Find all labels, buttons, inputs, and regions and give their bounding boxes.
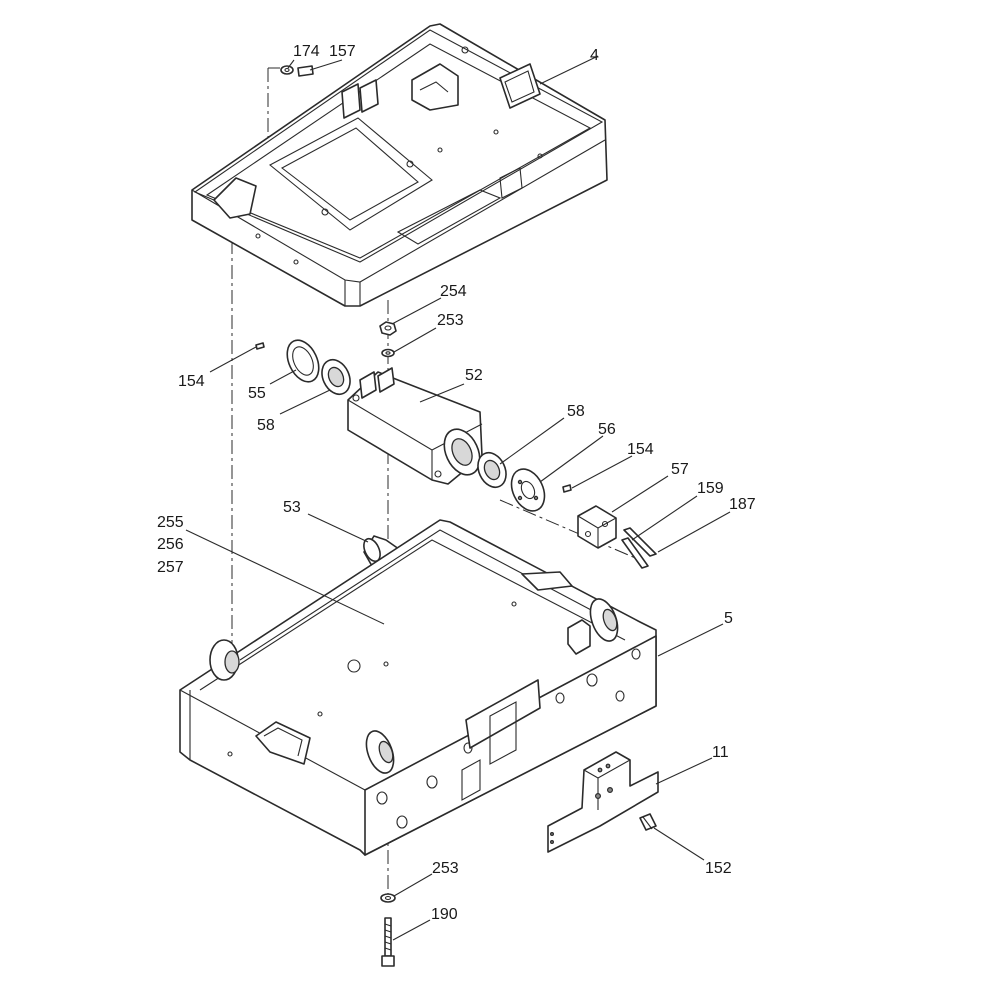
part-52-housing <box>347 367 483 485</box>
callout-190: 190 <box>431 906 458 923</box>
callout-254: 254 <box>440 283 467 300</box>
part-57-block <box>577 505 617 549</box>
leader-lines <box>185 55 731 941</box>
callout-257: 257 <box>157 559 184 576</box>
part-187-screw <box>623 527 657 557</box>
part-152-screw <box>639 813 657 831</box>
part-154-pin-right <box>562 484 572 493</box>
part-58-bearing-left <box>321 358 351 396</box>
callout-11: 11 <box>712 744 729 761</box>
part-58-bearing-right <box>477 451 507 489</box>
part-190-bolt <box>381 917 395 967</box>
callout-174: 174 <box>293 43 320 60</box>
part-254-nut <box>379 321 397 336</box>
part-4-top-tray <box>191 23 608 307</box>
part-253-washer-top <box>381 348 395 358</box>
callout-58-left: 58 <box>257 417 275 434</box>
callout-53: 53 <box>283 499 301 516</box>
part-5-base-frame <box>179 519 657 856</box>
part-157-screw <box>297 65 314 77</box>
callout-58-right: 58 <box>567 403 585 420</box>
callout-56: 56 <box>598 421 616 438</box>
callout-157: 157 <box>329 43 356 60</box>
callout-4: 4 <box>590 47 599 64</box>
callout-5: 5 <box>724 610 733 627</box>
callout-154-right: 154 <box>627 441 654 458</box>
callout-52: 52 <box>465 367 483 384</box>
part-174-washer <box>280 65 294 75</box>
callout-labels: 174 157 4 254 253 154 55 58 52 58 56 154… <box>157 43 756 923</box>
callout-253-top: 253 <box>437 312 464 329</box>
part-56-flange <box>510 468 546 512</box>
callout-253-bottom: 253 <box>432 860 459 877</box>
part-253-washer-bottom <box>380 893 396 903</box>
callout-187: 187 <box>729 496 756 513</box>
part-159-screw <box>621 537 649 569</box>
callout-152: 152 <box>705 860 732 877</box>
part-55-ring <box>286 339 320 383</box>
callout-57: 57 <box>671 461 689 478</box>
callout-55: 55 <box>248 385 266 402</box>
part-11-bracket <box>547 751 659 853</box>
callout-154-left: 154 <box>178 373 205 390</box>
callout-159: 159 <box>697 480 724 497</box>
part-154-pin-left <box>255 342 265 350</box>
callout-256: 256 <box>157 536 184 553</box>
callout-255: 255 <box>157 514 184 531</box>
